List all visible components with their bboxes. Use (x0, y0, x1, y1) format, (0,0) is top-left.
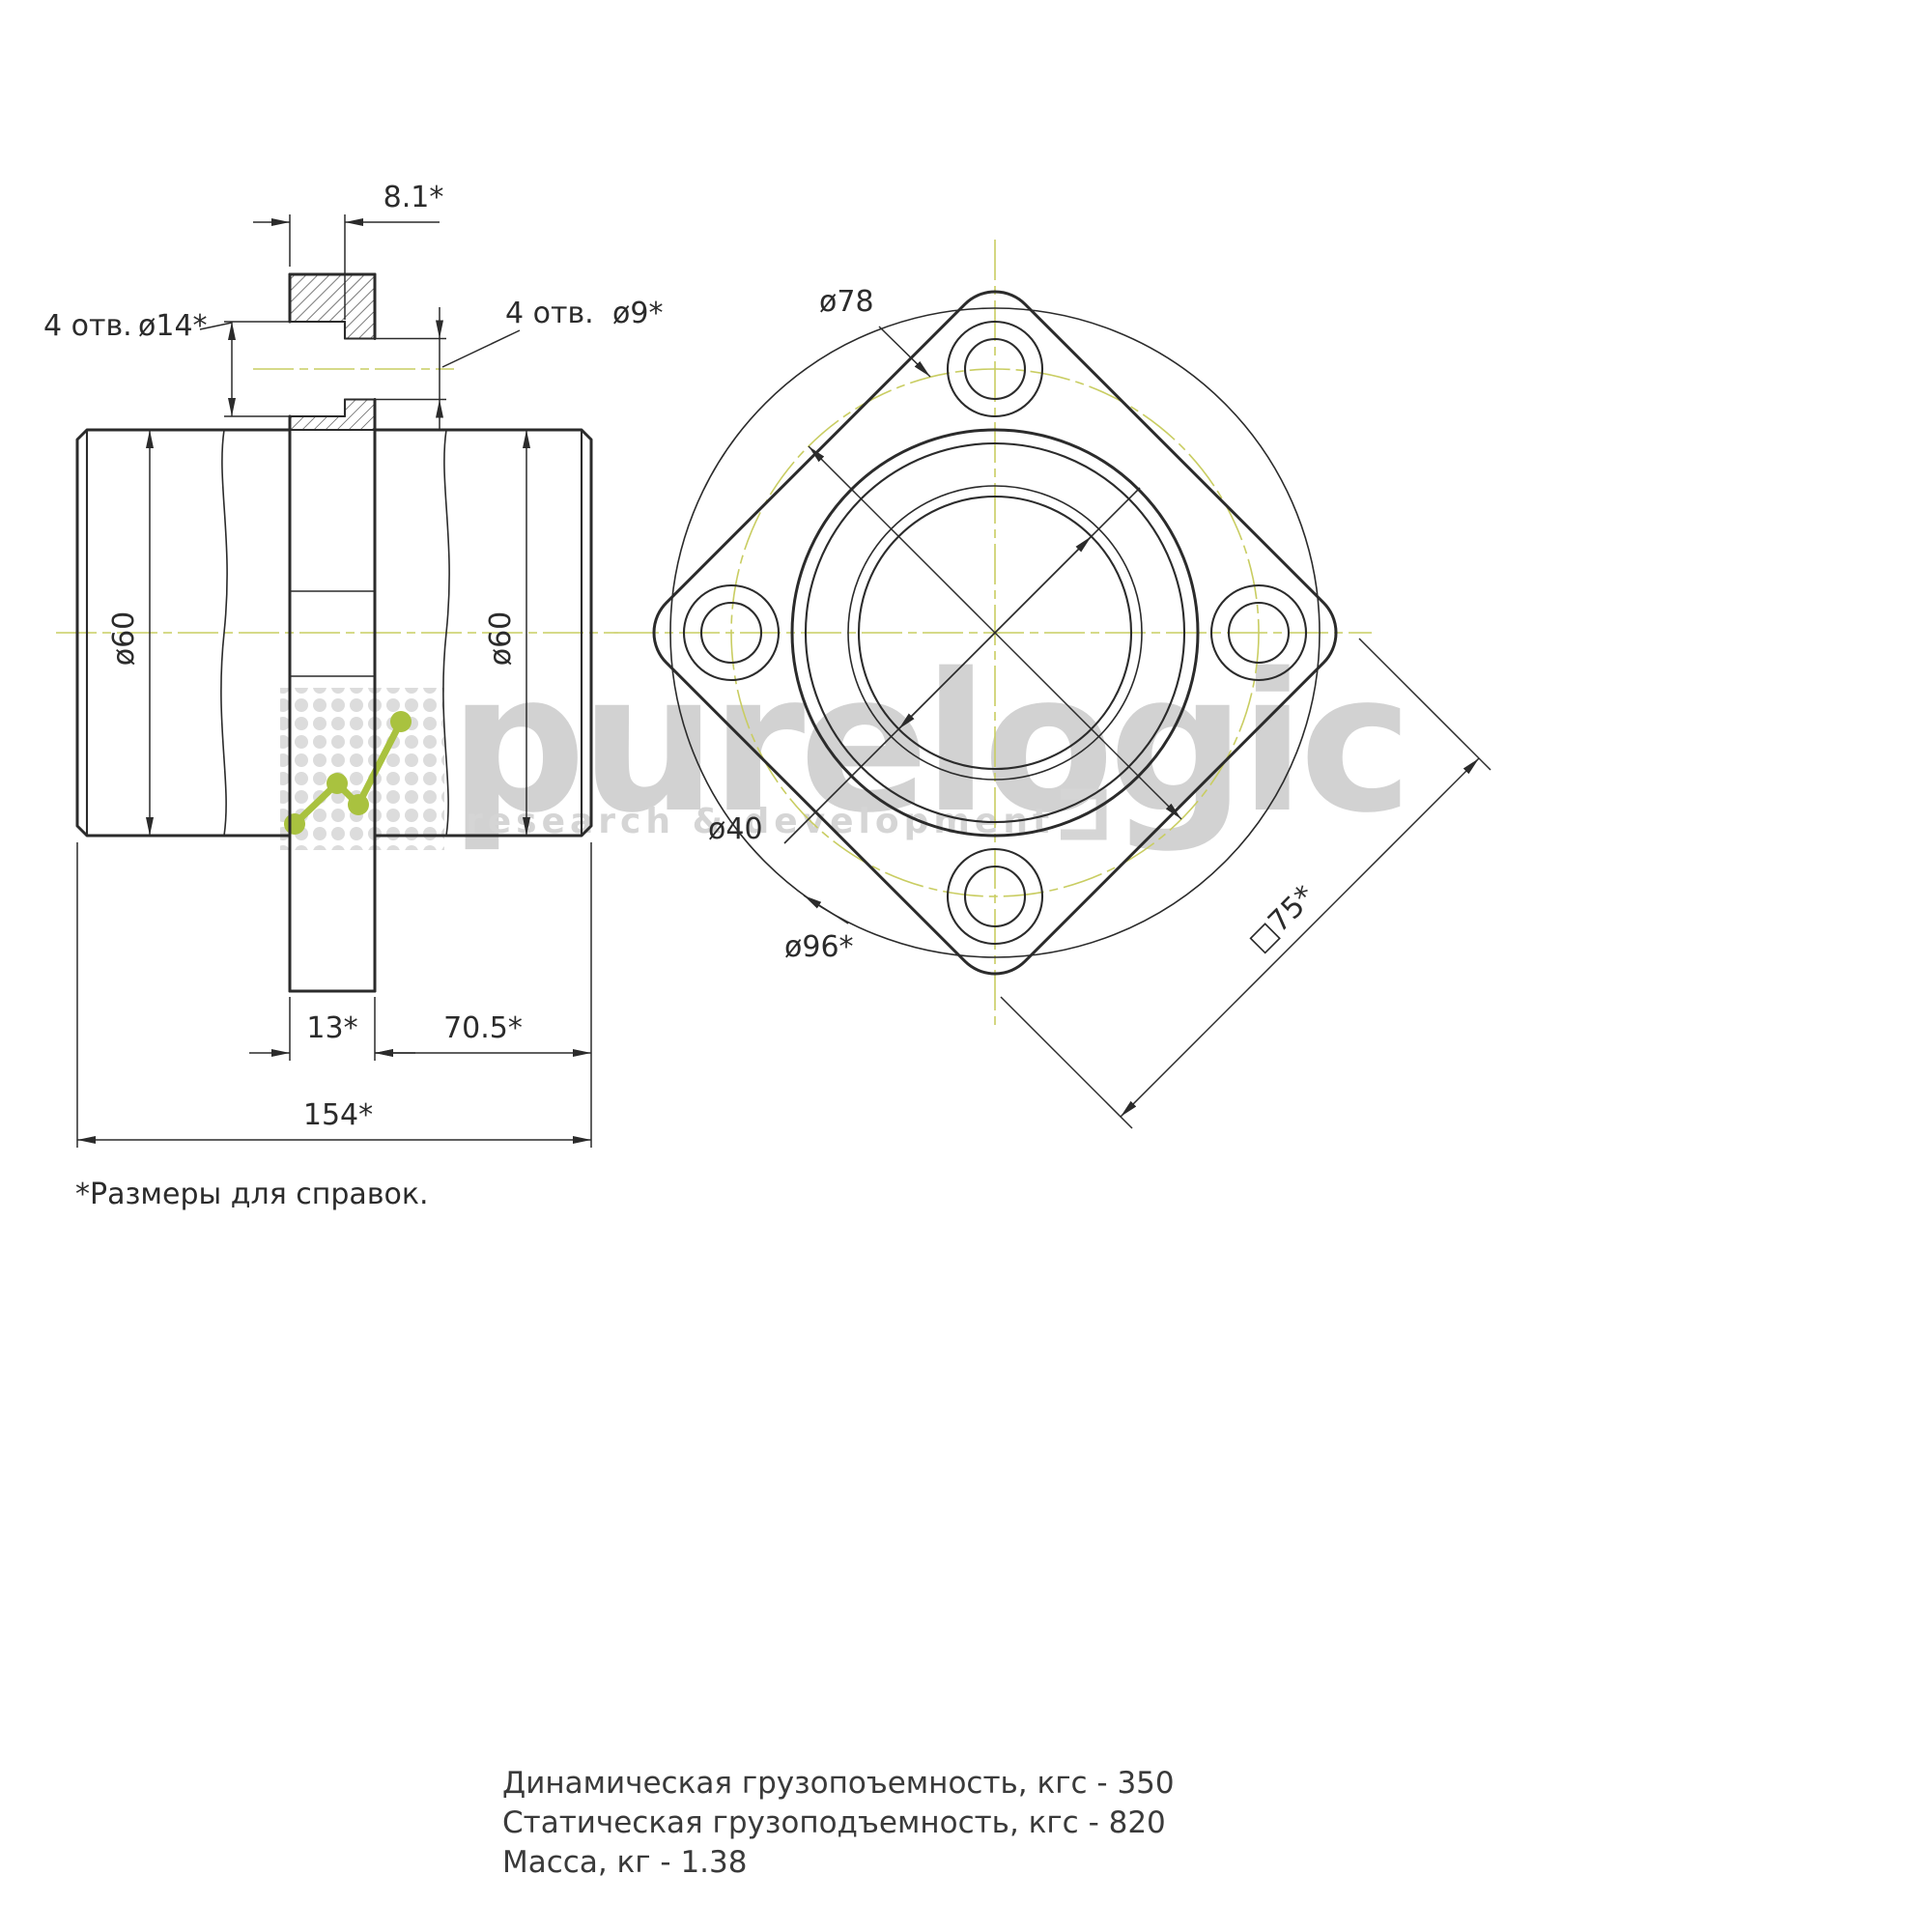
break-line-right (442, 429, 450, 837)
break-line-left (220, 429, 228, 837)
dim-bore: ø40 (708, 487, 1141, 846)
reference-note: *Размеры для справок. (75, 1178, 429, 1211)
spec-line-dynamic-load: Динамическая грузопоъемность, кгс - 350 (502, 1766, 1175, 1801)
dim-counterbore-depth: 8.1* (253, 181, 443, 320)
side-view-outline (75, 272, 593, 993)
bolt-hole-top (946, 320, 1044, 418)
dim-label-d96: ø96* (784, 930, 854, 964)
dim-through-holes: 4 отв. ø9* (375, 297, 663, 431)
dim-label-d9: ø9* (612, 297, 663, 330)
dim-dia-left: ø60 (107, 430, 154, 836)
outer-cylinder-circle (790, 428, 1200, 838)
bolt-hole-right (1209, 583, 1308, 682)
bolt-circle (730, 368, 1260, 897)
dim-dia-right: ø60 (484, 430, 530, 836)
dim-label-154: 154* (303, 1098, 373, 1132)
dim-right-length: 70.5* (375, 842, 592, 1148)
bolt-hole-left (682, 583, 781, 682)
circumscribed-circle (669, 307, 1321, 958)
label-holes-count-14: 4 отв. (43, 309, 132, 343)
dim-label-13: 13* (306, 1011, 357, 1045)
dim-label-70-5: 70.5* (443, 1011, 523, 1045)
side-view: 8.1* 4 отв. ø14* 4 отв. ø9* ø60 (43, 181, 663, 1211)
spec-line-mass: Масса, кг - 1.38 (502, 1845, 747, 1880)
dim-label-d40: ø40 (708, 812, 763, 846)
flange-hole-section-hatch (290, 274, 375, 430)
dim-label-d14: ø14* (138, 309, 208, 343)
bolt-holes (682, 320, 1308, 946)
spec-line-static-load: Статическая грузоподъемность, кгс - 820 (502, 1805, 1166, 1840)
dim-label-d78: ø78 (819, 285, 874, 319)
dim-counterbore-holes: 4 отв. ø14* (43, 309, 290, 417)
side-view-centerlines (56, 368, 618, 634)
dim-label-d60-left: ø60 (107, 611, 141, 667)
dim-outer-dia: ø96* (784, 895, 854, 964)
dim-total-length: 154* (76, 842, 591, 1148)
label-holes-count-9: 4 отв. (505, 297, 594, 330)
watermark: purelogic research & development (280, 632, 1413, 855)
watermark-dot-grid (280, 688, 444, 850)
dim-label-sq75: □75* (1242, 879, 1321, 958)
dim-label-8-1: 8.1* (384, 181, 444, 214)
dim-label-d60-right: ø60 (484, 611, 518, 667)
dim-flange-thickness: 13* (249, 997, 415, 1061)
specs-block: Динамическая грузопоъемность, кгс - 350 … (502, 1766, 1175, 1880)
recess-circle (804, 441, 1186, 824)
bolt-hole-bottom (946, 847, 1044, 946)
